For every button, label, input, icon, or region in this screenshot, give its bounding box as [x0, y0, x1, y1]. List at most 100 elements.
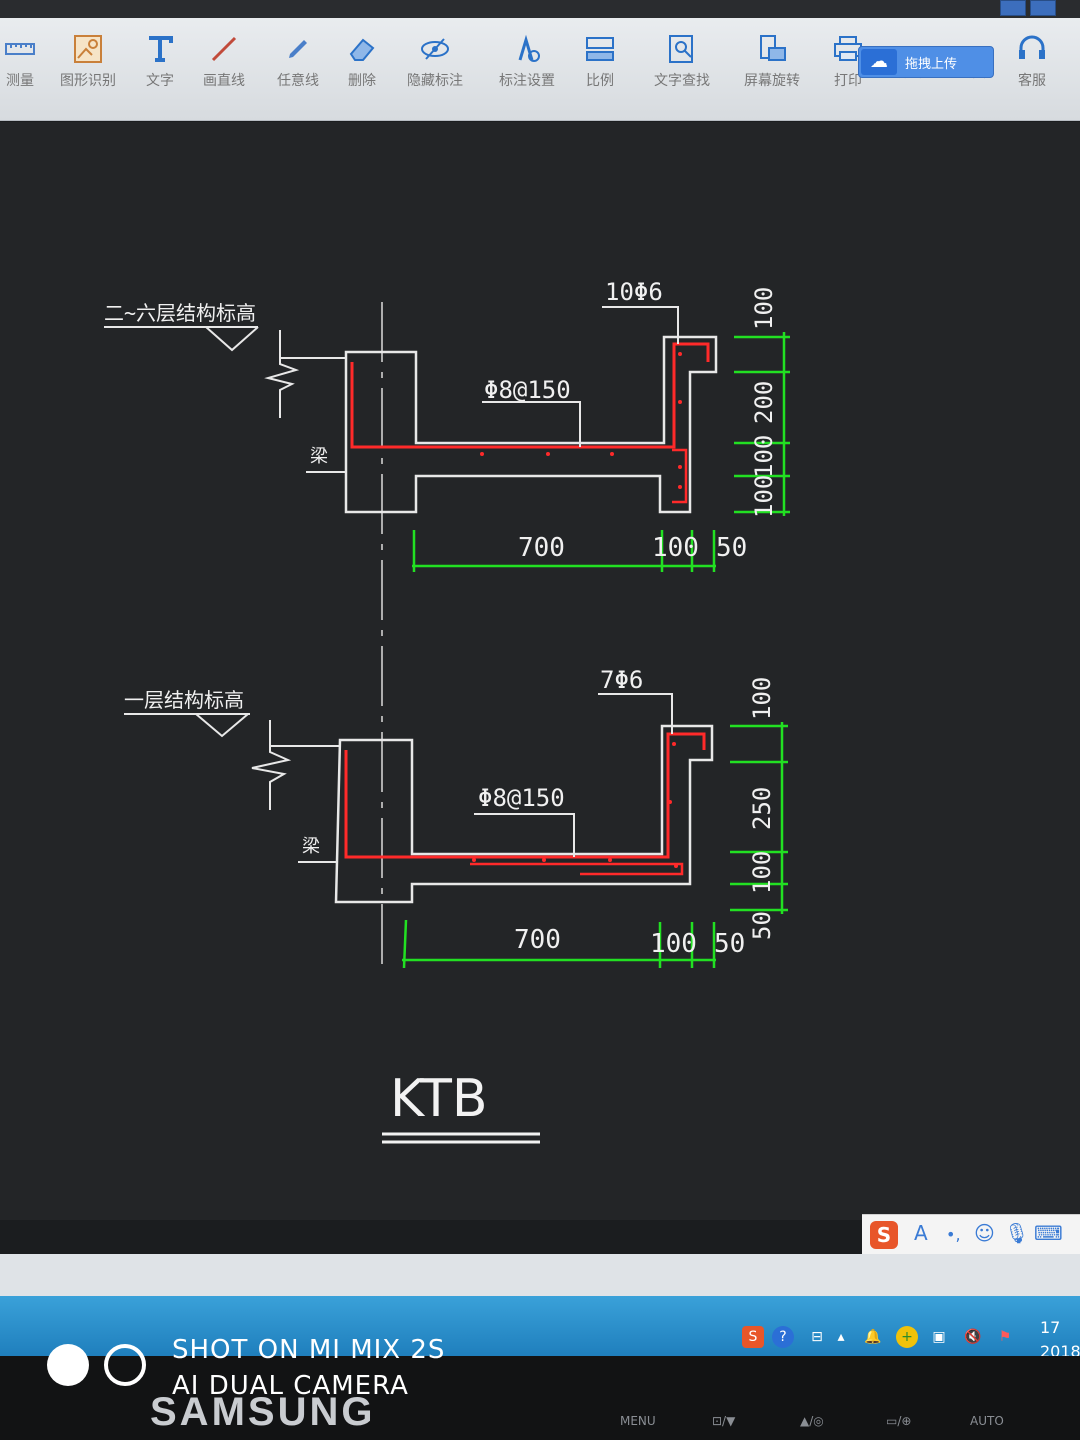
print-icon	[834, 36, 862, 61]
tool-hide-annotations[interactable]: 隐藏标注	[402, 26, 468, 106]
lower-beam-label: 梁	[302, 836, 320, 857]
tool-scale[interactable]: 比例	[580, 26, 620, 106]
scale-icon	[586, 37, 614, 61]
drag-upload-button[interactable]: ☁ 拖拽上传	[858, 46, 994, 78]
tool-label: 文字	[146, 73, 174, 89]
upper-v-dim-100c: 100	[750, 475, 778, 518]
tray-network-icon[interactable]: ⊟	[811, 1329, 823, 1345]
bezel-brightness-button[interactable]: ▲/◎	[800, 1414, 824, 1428]
tool-label: 文字查找	[654, 73, 710, 89]
tool-label: 隐藏标注	[407, 73, 463, 89]
tool-label: 比例	[586, 73, 614, 89]
tray-volume-muted-icon[interactable]: 🔇	[964, 1329, 982, 1345]
shape-recognition-icon	[74, 35, 102, 63]
upper-h-dim-700: 700	[518, 533, 565, 563]
drawing-title: KTB	[390, 1069, 488, 1129]
app-status-strip	[0, 1254, 1080, 1304]
lower-h-dimension	[402, 919, 716, 969]
tray-display-icon[interactable]: ▣	[932, 1329, 946, 1345]
tray-bell-icon[interactable]: 🔔	[864, 1329, 882, 1345]
upper-stirrup-label: Φ8@150	[484, 376, 571, 404]
lower-v-dimension	[730, 722, 788, 914]
tool-label: 图形识别	[60, 73, 116, 89]
monitor-brand-logo: SAMSUNG	[150, 1390, 376, 1434]
tray-sogou-icon[interactable]: S	[742, 1326, 764, 1348]
upper-detail: 二~六层结构标高 梁 10Φ6 Φ8@150	[104, 278, 790, 572]
upper-h-dim-100: 100	[652, 533, 699, 563]
tool-label: 客服	[1018, 73, 1046, 89]
upper-top-bar-label: 10Φ6	[605, 278, 663, 306]
watermark-line-1: SHOT ON MI MIX 2S	[172, 1335, 446, 1365]
upper-rebar-dots	[480, 352, 682, 489]
tool-annotation-settings[interactable]: 标注设置	[494, 26, 560, 106]
upper-h-dimension	[412, 530, 716, 572]
lower-v-dim-100b: 100	[748, 851, 776, 894]
bezel-source-button[interactable]: ⊡/▼	[712, 1414, 736, 1428]
upper-h-dim-50: 50	[716, 533, 747, 563]
tool-print[interactable]: 打印	[828, 26, 868, 106]
rotate-screen-icon	[760, 35, 786, 61]
punctuation-icon[interactable]: •,	[946, 1225, 961, 1244]
microphone-icon[interactable]: 🎙	[1004, 1221, 1030, 1245]
minimize-button[interactable]	[1000, 0, 1026, 16]
eye-hide-icon	[421, 38, 449, 60]
text-icon	[149, 36, 173, 62]
lower-v-dim-100a: 100	[748, 677, 776, 720]
tool-line[interactable]: 画直线	[198, 26, 250, 106]
upper-slab-outline	[344, 335, 718, 514]
maximize-button[interactable]	[1030, 0, 1056, 16]
lower-rebar-dots	[472, 742, 678, 868]
tool-measure[interactable]: 测量	[0, 26, 40, 106]
emoji-icon[interactable]: ☺	[974, 1221, 995, 1245]
tray-expand-icon[interactable]: ▴	[837, 1329, 845, 1345]
tool-shape-recognition[interactable]: 图形识别	[56, 26, 120, 106]
tool-label: 删除	[348, 73, 376, 89]
upper-level-label: 二~六层结构标高	[104, 301, 256, 325]
upload-label: 拖拽上传	[905, 57, 958, 72]
bezel-auto-button[interactable]: AUTO	[970, 1414, 1004, 1428]
lower-detail: 一层结构标高 梁 7Φ6 Φ8@150 700	[124, 666, 788, 969]
tool-delete[interactable]: 删除	[340, 26, 384, 106]
upper-level-triangle	[205, 326, 259, 352]
lower-top-bar-label: 7Φ6	[600, 666, 643, 694]
watermark-line-2: AI DUAL CAMERA	[172, 1371, 409, 1401]
clock-time: 17	[1040, 1318, 1061, 1337]
upper-break-line	[264, 330, 300, 418]
ruler-icon	[5, 43, 35, 55]
tool-rotate-screen[interactable]: 屏幕旋转	[740, 26, 804, 106]
upper-v-dim-100b: 100	[750, 435, 778, 478]
lower-stirrup-label: Φ8@150	[478, 784, 565, 812]
annotation-settings-icon	[518, 34, 540, 62]
lower-h-dim-50: 50	[714, 929, 745, 959]
upper-v-dim-100a: 100	[750, 287, 778, 330]
tool-label: 任意线	[277, 73, 319, 89]
cloud-icon: ☁	[861, 49, 897, 75]
ime-toolbar: S A •, ☺ 🎙 ⌨	[862, 1214, 1080, 1255]
headset-icon	[1019, 35, 1045, 59]
upper-main-rebar	[350, 342, 710, 449]
lower-main-rebar	[344, 732, 706, 859]
tool-freehand[interactable]: 任意线	[272, 26, 324, 106]
monitor-bottom-bezel	[0, 1356, 1080, 1440]
upper-v-dimension	[734, 332, 790, 516]
tray-help-icon[interactable]: ?	[772, 1326, 794, 1348]
bezel-menu-button[interactable]: MENU	[620, 1414, 656, 1428]
tool-text[interactable]: 文字	[140, 26, 180, 106]
lower-v-dim-250: 250	[748, 787, 776, 830]
tray-security-icon[interactable]: +	[896, 1326, 918, 1348]
cad-drawing: 二~六层结构标高 梁 10Φ6 Φ8@150	[104, 278, 790, 1144]
lower-break-line	[251, 720, 292, 810]
windows-taskbar	[0, 1296, 1080, 1356]
lower-h-dim-700: 700	[514, 925, 561, 955]
tool-support[interactable]: 客服	[1010, 26, 1054, 106]
drawing-canvas[interactable]: 二~六层结构标高 梁 10Φ6 Φ8@150	[0, 122, 1080, 1220]
sogou-ime-icon[interactable]: S	[870, 1221, 898, 1249]
tool-label: 屏幕旋转	[744, 73, 800, 89]
lower-h-dim-100: 100	[650, 929, 697, 959]
tray-flag-icon[interactable]: ⚑	[998, 1329, 1012, 1345]
upper-v-dim-200: 200	[750, 381, 778, 424]
tool-text-search[interactable]: 文字查找	[650, 26, 714, 106]
bezel-input-button[interactable]: ▭/⊕	[886, 1414, 912, 1428]
ime-mode-icon[interactable]: A	[914, 1221, 928, 1245]
keyboard-icon[interactable]: ⌨	[1034, 1221, 1063, 1245]
